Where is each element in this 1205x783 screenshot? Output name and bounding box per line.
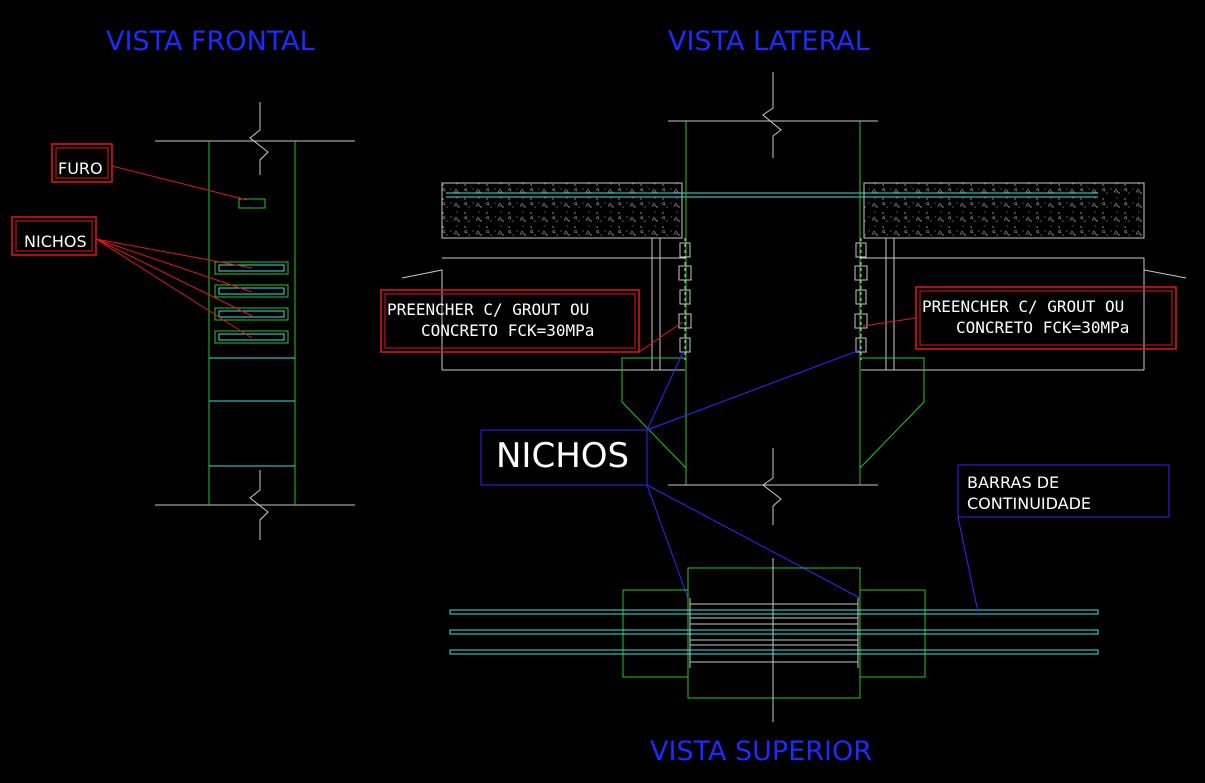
slab-left: [441, 182, 683, 239]
title-front: VISTA FRONTAL: [106, 26, 315, 57]
grout-label-left-1: PREENCHER C/ GROUT OU: [387, 300, 589, 319]
furo-label: FURO: [58, 159, 103, 178]
side-view: VISTA LATERAL: [380, 26, 1187, 599]
nichos-leader-blue-3: [646, 484, 689, 599]
furo-leader: [111, 165, 248, 201]
nichos-big-label-box: [480, 429, 648, 486]
niche-3: [214, 307, 289, 321]
niche-2: [214, 284, 289, 298]
top-view: BARRAS DE CONTINUIDADE VISTA SUPERIOR: [449, 464, 1170, 767]
barras-leader: [957, 516, 979, 613]
front-break-line-top: [249, 102, 269, 175]
barras-label-1: BARRAS DE: [967, 473, 1059, 492]
grout-label-right-1: PREENCHER C/ GROUT OU: [922, 297, 1124, 316]
corbel-right: [859, 357, 925, 470]
nichos-big-label: NICHOS: [496, 436, 629, 476]
barras-label-2: CONTINUIDADE: [967, 494, 1091, 513]
furo-hole: [238, 198, 266, 209]
nichos-front-label-box: [11, 216, 97, 256]
grout-leader-right: [862, 317, 917, 327]
grout-label-left-2: CONCRETO FCK=30MPa: [421, 321, 594, 340]
nichos-leader-blue-1: [646, 349, 685, 431]
grout-fill-left: [678, 238, 692, 360]
top-grout-hatch: [689, 598, 859, 668]
nichos-leader-1: [95, 238, 253, 269]
front-view: FURO NICHOS VISTA FRONTAL: [11, 26, 355, 540]
nichos-leader-blue-4: [646, 484, 861, 599]
nichos-front-label: NICHOS: [24, 232, 87, 251]
slab-right: [863, 182, 1145, 239]
nichos-leader-3: [95, 238, 253, 317]
nichos-leader-4: [95, 238, 253, 339]
nichos-leader-blue-2: [646, 349, 861, 431]
continuity-bars: [449, 609, 1099, 655]
furo-label-box: [51, 143, 113, 183]
grout-label-right-2: CONCRETO FCK=30MPa: [956, 318, 1129, 337]
niche-4: [214, 330, 289, 344]
grout-label-left-box: [380, 289, 640, 353]
grout-fill-right: [854, 238, 868, 360]
title-top: VISTA SUPERIOR: [650, 736, 872, 767]
top-column: [687, 567, 861, 699]
barras-label-box: [957, 464, 1170, 518]
corbel-left: [621, 357, 687, 470]
side-break-line-top: [762, 72, 782, 158]
nichos-leader-2: [95, 238, 253, 293]
side-break-line-bottom: [762, 448, 782, 525]
grout-leader-left: [638, 321, 684, 353]
niche-1: [214, 261, 289, 275]
title-side: VISTA LATERAL: [668, 26, 870, 57]
front-break-line-bottom: [249, 470, 269, 540]
